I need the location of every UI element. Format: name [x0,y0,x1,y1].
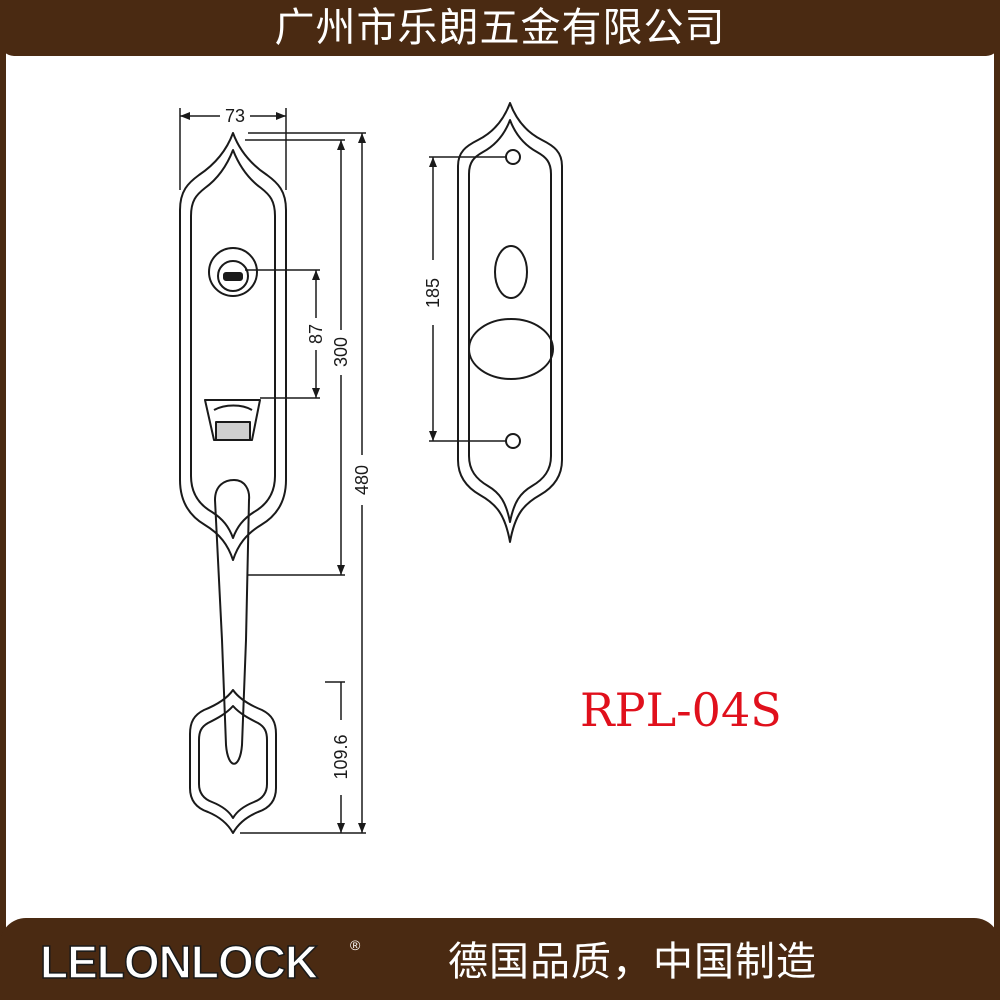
dim-back-holes-label: 185 [423,278,443,308]
company-name: 广州市乐朗五金有限公司 [274,5,726,51]
back-top-screw-hole [505,149,521,165]
dim-overall-height-label: 480 [352,465,372,495]
model-number: RPL-04S [580,683,782,737]
dim-handle-base-label: 109.6 [331,734,351,779]
handle-grip [214,479,251,765]
brand-logo-text: LELONLOCK [40,936,318,988]
thumb-lever [204,399,261,441]
brand-registered-mark: ® [350,937,361,953]
dim-key-to-lever-label: 87 [306,324,326,344]
keyway [223,272,243,281]
frame-left-border [0,0,6,1000]
back-plate-inner [468,119,552,523]
handle-base-outer [189,689,277,834]
dim-plate-height-label: 300 [331,337,351,367]
back-bottom-screw-hole [505,433,521,449]
back-spindle-hole [468,318,554,380]
brand-logo: LELONLOCK ® [39,935,361,988]
footer-bar [0,918,1000,1000]
back-plate-outer [457,102,563,543]
key-cylinder-outer [208,247,258,297]
handle-base-inner [198,705,268,819]
front-plate-outer [179,132,287,561]
front-plate-inner [190,149,276,539]
header-bar [0,0,1000,56]
back-cylinder-slot [494,245,528,299]
key-cylinder-inner [217,260,249,292]
dim-width-label: 73 [225,106,245,126]
slogan: 德国品质，中国制造 [448,939,817,985]
frame-right-border [994,0,1000,1000]
